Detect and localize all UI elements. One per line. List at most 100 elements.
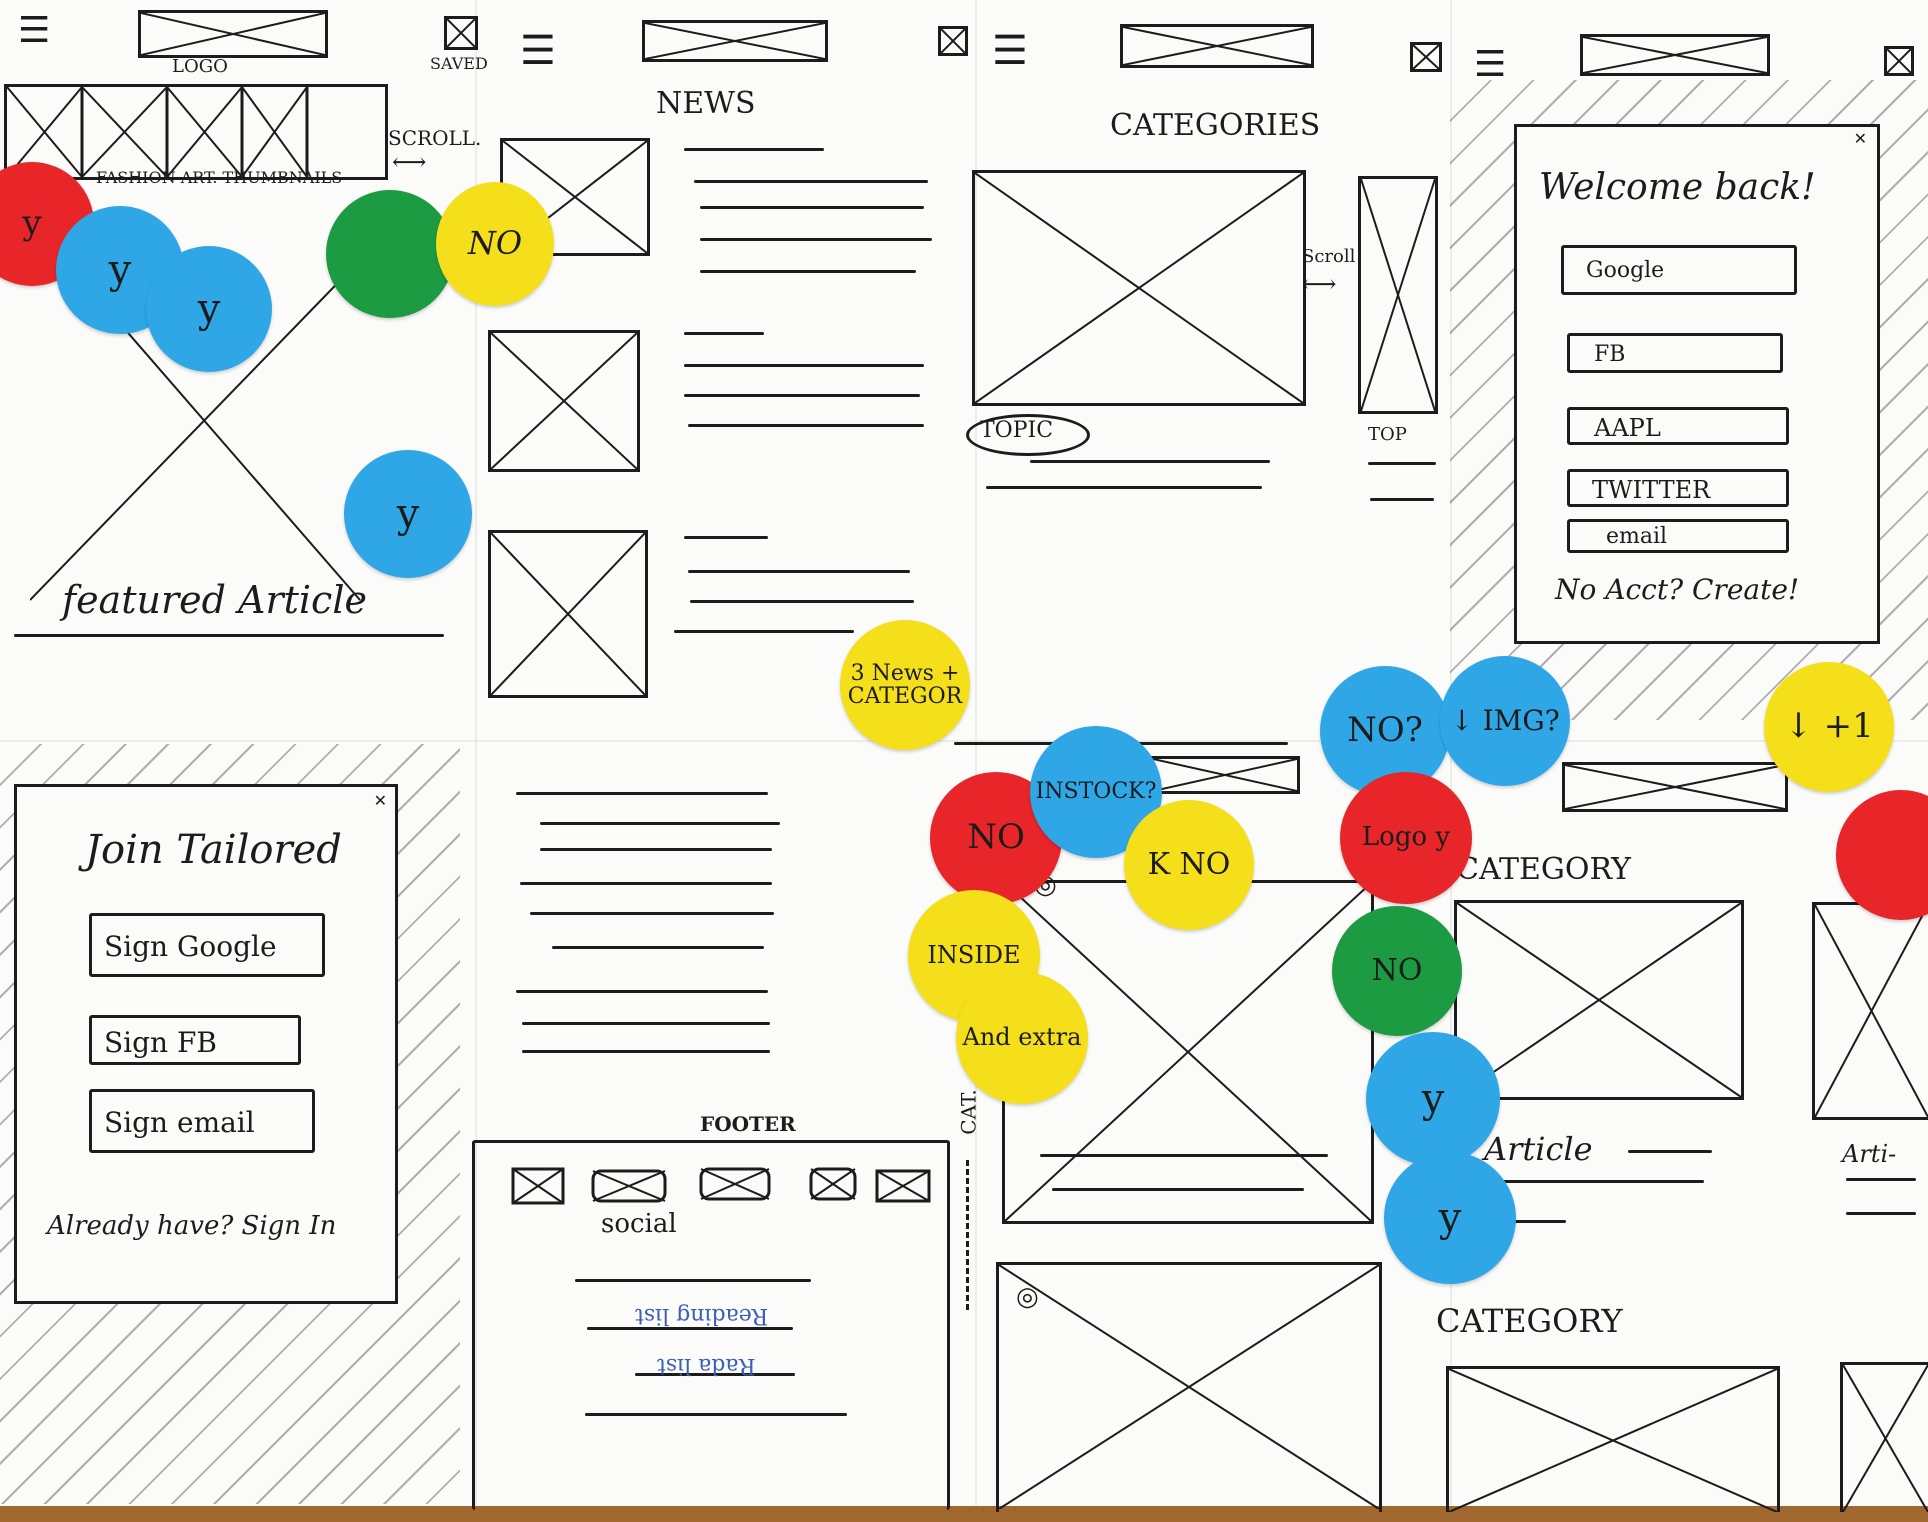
sticker-yellow: 3 News + CATEGOR <box>840 620 970 750</box>
saved-label: SAVED <box>430 54 488 73</box>
fold-line <box>0 740 1928 742</box>
text-line <box>516 990 768 993</box>
join-modal: ✕ Join Tailored Sign Google Sign FB Sign… <box>14 784 398 1304</box>
create-account-link[interactable]: No Acct? Create! <box>1555 573 1800 606</box>
hamburger-icon[interactable]: ☰ <box>992 28 1028 74</box>
footer-link-line[interactable] <box>587 1327 793 1330</box>
logo-label: LOGO <box>172 56 228 77</box>
camera-icon[interactable]: ◎ <box>1016 1282 1039 1312</box>
text-line <box>684 536 768 539</box>
footer-section: social Reading list Rada list <box>472 1140 950 1510</box>
thumbnail-strip[interactable] <box>4 84 388 180</box>
text-line <box>1370 498 1434 501</box>
featured-article-label: featured Article <box>62 578 367 622</box>
text-line <box>684 364 924 367</box>
login-aapl-button[interactable]: AAPL <box>1567 407 1789 445</box>
text-line <box>986 486 1262 489</box>
logo-placeholder <box>642 20 828 62</box>
text-line <box>700 238 932 241</box>
category-label-1: CATEGORY <box>1456 852 1631 887</box>
categories-title: CATEGORIES <box>1110 108 1321 143</box>
rada-list-note: Rada list <box>657 1353 756 1378</box>
sticker-yellow: K NO <box>1124 800 1254 930</box>
article-label: Article <box>1484 1130 1593 1168</box>
topic-card-image[interactable] <box>972 170 1306 406</box>
saved-icon[interactable] <box>1884 46 1914 76</box>
text-line <box>516 792 768 795</box>
login-fb-button[interactable]: FB <box>1567 333 1783 373</box>
category-article-image-2[interactable] <box>1812 902 1928 1120</box>
text-line <box>684 148 824 151</box>
featured-underline <box>14 634 444 637</box>
sticker-yellow: NO <box>436 182 554 306</box>
hamburger-icon[interactable]: ☰ <box>1474 44 1507 85</box>
cat-dashed-line <box>966 1160 972 1310</box>
sticker-red <box>1836 790 1928 920</box>
login-email-button[interactable]: email <box>1567 519 1789 553</box>
saved-icon[interactable] <box>444 16 478 50</box>
sticker-blue: ↓ IMG? <box>1440 656 1570 786</box>
text-line <box>522 1022 770 1025</box>
text-line <box>700 270 916 273</box>
text-line <box>1486 1220 1566 1223</box>
hamburger-icon[interactable]: ☰ <box>18 10 51 51</box>
footer-link-line[interactable] <box>635 1373 795 1376</box>
text-line <box>1040 1154 1328 1157</box>
text-line <box>700 206 924 209</box>
sticker-red: Logo y <box>1340 772 1472 904</box>
text-line <box>530 912 774 915</box>
text-line <box>522 1050 770 1053</box>
text-line <box>694 180 928 183</box>
join-fb-button[interactable]: Sign FB <box>89 1015 301 1065</box>
news-image-2[interactable] <box>488 330 640 472</box>
join-email-button[interactable]: Sign email <box>89 1089 315 1153</box>
scroll-label: SCROLL. <box>388 126 482 150</box>
footer-link-line[interactable] <box>585 1413 847 1416</box>
text-line <box>1846 1178 1916 1181</box>
category-article-image-1[interactable] <box>1454 900 1744 1100</box>
login-title: Welcome back! <box>1539 167 1816 208</box>
fold-line <box>975 0 977 1506</box>
text-line <box>520 882 772 885</box>
saved-icon[interactable] <box>938 26 968 56</box>
logo-placeholder <box>1150 756 1300 794</box>
sticker-blue: y <box>344 450 472 578</box>
scroll-label: Scroll <box>1302 246 1356 267</box>
category-article-image-4[interactable] <box>1840 1362 1928 1512</box>
topic-chip[interactable] <box>966 414 1090 456</box>
sticker-blue: y <box>146 246 272 372</box>
text-line <box>1486 1180 1704 1183</box>
category-image-2[interactable] <box>996 1262 1382 1512</box>
news-image-3[interactable] <box>488 530 648 698</box>
saved-icon[interactable] <box>1410 42 1442 72</box>
topic-card-image-2[interactable] <box>1358 176 1438 414</box>
login-google-button[interactable]: Google <box>1561 245 1797 295</box>
news-title: NEWS <box>656 86 756 121</box>
text-line <box>552 946 764 949</box>
top-label: TOP <box>1368 424 1407 445</box>
close-icon[interactable]: ✕ <box>373 791 387 810</box>
scroll-arrow-icon: ⟷ <box>1302 270 1337 298</box>
text-line <box>1846 1212 1916 1215</box>
social-label: social <box>601 1209 677 1239</box>
hamburger-icon[interactable]: ☰ <box>520 28 556 74</box>
thumbnails-sketch <box>7 87 309 177</box>
cross-icon <box>141 13 325 55</box>
article-label-2: Arti- <box>1842 1140 1897 1168</box>
close-icon[interactable]: ✕ <box>1853 129 1867 148</box>
join-google-button[interactable]: Sign Google <box>89 913 325 977</box>
scroll-arrow-icon: ⟷ <box>392 148 427 176</box>
sign-in-link[interactable]: Already have? Sign In <box>47 1211 337 1241</box>
social-icons[interactable] <box>511 1167 981 1227</box>
category-article-image-3[interactable] <box>1446 1366 1780 1512</box>
footer-link-line[interactable] <box>575 1279 811 1282</box>
text-line <box>1628 1150 1712 1153</box>
sticker-blue: y <box>1384 1152 1516 1284</box>
logo-placeholder <box>1120 24 1314 68</box>
sticker-blue: y <box>1366 1032 1500 1166</box>
text-line <box>688 424 924 427</box>
sticker-green <box>326 190 454 318</box>
footer-title: FOOTER <box>700 1112 796 1136</box>
login-twitter-button[interactable]: TWITTER <box>1567 469 1789 507</box>
